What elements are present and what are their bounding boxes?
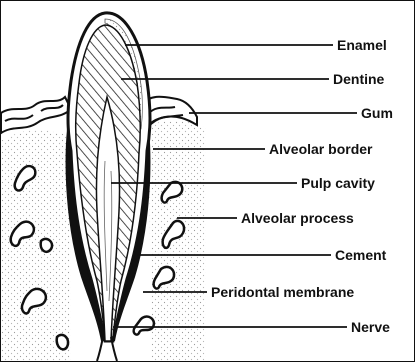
label-dentine: Dentine	[333, 71, 385, 87]
label-gum: Gum	[361, 105, 393, 121]
label-nerve: Nerve	[351, 319, 390, 335]
label-alveolar-process: Alveolar process	[241, 210, 354, 226]
label-enamel: Enamel	[337, 37, 387, 53]
gum-left	[1, 97, 71, 133]
label-peridontal-membrane: Peridontal membrane	[211, 284, 354, 300]
label-alveolar-border: Alveolar border	[269, 141, 373, 157]
alveolar-bone-right	[149, 120, 206, 361]
label-cement: Cement	[335, 247, 387, 263]
label-pulp-cavity: Pulp cavity	[301, 175, 375, 191]
